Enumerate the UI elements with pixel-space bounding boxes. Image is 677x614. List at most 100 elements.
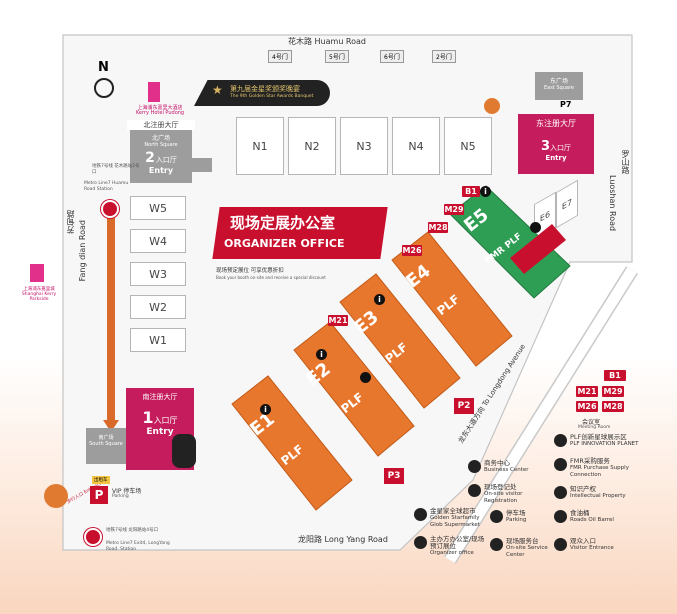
legend-plf-cn: PLF创新星球展示区 xyxy=(570,433,627,441)
south-square-cn: 南广场 xyxy=(98,435,114,441)
north-square-en: North Square xyxy=(144,142,178,148)
east-registration-hall[interactable]: 东注册大厅 3 入口厅 Entry xyxy=(518,114,594,174)
info-icon[interactable]: i xyxy=(480,186,491,197)
legend-park-en: Parking xyxy=(506,517,527,523)
vip-parking-icon[interactable]: P xyxy=(90,486,108,504)
gate-5[interactable]: 5号门 xyxy=(325,50,349,63)
walk-entrance-icon xyxy=(44,484,68,508)
organizer-en: ORGANIZER OFFICE xyxy=(224,237,345,250)
room-m28[interactable]: M28 xyxy=(428,222,448,233)
legend-meeting-cn: 会议室 xyxy=(582,419,601,426)
metro-north-en: Metro Line7 Huamu Road Station xyxy=(84,181,129,192)
hotel-west-en: Shanghai Kerry Parkside xyxy=(21,292,57,302)
road-south: 龙阳路 Long Yang Road xyxy=(298,535,388,544)
fmr-icon xyxy=(554,458,567,471)
hotel-kerry-cn: 上海浦东嘉里大酒店 xyxy=(137,105,183,111)
hall-w5[interactable]: W5 xyxy=(130,196,186,220)
water-icon xyxy=(360,372,371,383)
hall-w2[interactable]: W2 xyxy=(130,295,186,319)
gate-6[interactable]: 6号门 xyxy=(380,50,404,63)
organizer-note-cn: 现场预定展位 可享优惠折扣 xyxy=(216,268,284,274)
registration-icon xyxy=(468,484,481,497)
gate-2[interactable]: 2号门 xyxy=(432,50,456,63)
east-square[interactable]: 东广场 East Square xyxy=(535,72,583,100)
west-walkway xyxy=(107,214,115,424)
east-square-en: East Square xyxy=(544,85,574,91)
hall-n2[interactable]: N2 xyxy=(288,117,336,175)
legend-plf-en: PLF INNOVATION PLANET xyxy=(570,441,639,447)
taxi-label: 出租车 xyxy=(92,476,110,484)
compass-icon xyxy=(94,78,114,98)
walk-icon-east xyxy=(484,98,500,114)
service-icon xyxy=(490,538,503,551)
hall-n4[interactable]: N4 xyxy=(392,117,440,175)
parking-p3[interactable]: P3 xyxy=(384,468,404,484)
legend-park-cn: 停车场 xyxy=(506,509,526,517)
banquet-banner[interactable]: ★ 第九届金星奖颁奖晚宴 The 9th Golden Star Awards … xyxy=(194,80,330,106)
room-b1[interactable]: B1 xyxy=(462,186,480,197)
legend-org-en: Organizer office xyxy=(430,550,474,556)
south-square-en: South Square xyxy=(89,441,123,447)
parking-icon xyxy=(490,510,503,523)
room-m21[interactable]: M21 xyxy=(328,315,348,326)
organizer-icon xyxy=(414,536,427,549)
vip-parking-en: Parking xyxy=(112,494,129,499)
north-hall-title: 北注册大厅 xyxy=(127,120,195,130)
hall-w4[interactable]: W4 xyxy=(130,229,186,253)
banquet-en: The 9th Golden Star Awards Banquet xyxy=(230,94,314,99)
info-icon[interactable]: i xyxy=(374,294,385,305)
metro-south-icon[interactable] xyxy=(84,528,102,546)
road-east-en: Luoshan Road xyxy=(608,175,617,232)
legend-svc-en: On-site Service Center xyxy=(506,545,548,558)
info-icon[interactable]: i xyxy=(260,404,271,415)
legend-ip-cn: 知识产权 xyxy=(570,485,596,493)
room-m26[interactable]: M26 xyxy=(402,245,422,256)
gate-4[interactable]: 4号门 xyxy=(268,50,292,63)
east-hall-title: 东注册大厅 xyxy=(536,119,576,128)
oil-icon xyxy=(554,510,567,523)
hall-w3[interactable]: W3 xyxy=(130,262,186,286)
metro-south-cn: 地铁7号线 龙阳路站4号口 xyxy=(106,528,159,533)
north-entry-num: 2 xyxy=(145,150,155,166)
south-entry-en: Entry xyxy=(146,427,174,437)
hall-n5[interactable]: N5 xyxy=(444,117,492,175)
organizer-cn: 现场定展办公室 xyxy=(230,214,336,232)
road-north: 花木路 Huamu Road xyxy=(288,37,367,46)
banquet-cn: 第九届金星奖颁奖晚宴 xyxy=(230,85,300,93)
legend-ip-en: Intellectual Property xyxy=(570,493,626,499)
north-hall-annex xyxy=(192,158,212,172)
hall-e4-shape xyxy=(391,231,513,367)
ip-icon xyxy=(554,486,567,499)
supermarket-icon xyxy=(414,508,427,521)
vip-parking-cn: VIP 停车场 xyxy=(112,488,142,495)
parking-p2[interactable]: P2 xyxy=(454,398,474,414)
legend-oil-en: Roads Oil Barrel xyxy=(570,517,614,523)
hall-n1[interactable]: N1 xyxy=(236,117,284,175)
south-square[interactable]: 南广场 South Square xyxy=(86,428,126,464)
info-icon[interactable]: i xyxy=(316,349,327,360)
hall-w1[interactable]: W1 xyxy=(130,328,186,352)
hall-n3[interactable]: N3 xyxy=(340,117,388,175)
metro-north-icon[interactable] xyxy=(101,200,119,218)
compass-n: N xyxy=(98,60,109,75)
south-entry-cn: 入口厅 xyxy=(153,416,178,425)
legend-room-b1: B1 xyxy=(604,370,626,381)
legend-bc-en: Business Center xyxy=(484,467,529,473)
legend-bc-cn: 商务中心 xyxy=(484,459,510,467)
legend-room-m29: M29 xyxy=(602,386,624,397)
fmr-zone xyxy=(510,224,566,274)
east-square-cn: 东广场 xyxy=(549,78,568,85)
legend-room-m26: M26 xyxy=(576,401,598,412)
room-m29[interactable]: M29 xyxy=(444,204,464,215)
south-hall-title: 南注册大厅 xyxy=(142,393,178,401)
north-registration-hall[interactable]: 北注册大厅 北广场 North Square 2 入口厅 Entry xyxy=(127,120,195,183)
